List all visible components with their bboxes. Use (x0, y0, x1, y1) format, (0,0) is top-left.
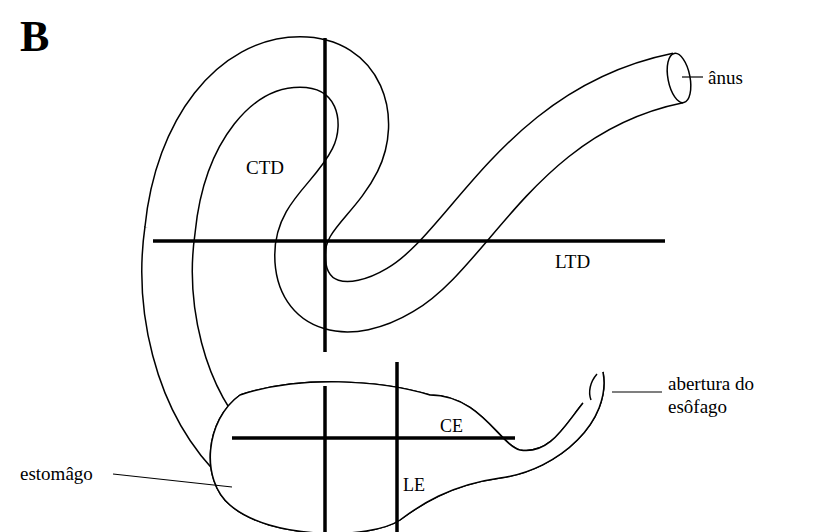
part-label: estomâgo (20, 462, 93, 485)
stomach-leader (113, 474, 232, 487)
stomach-border (210, 372, 604, 532)
ce-axis (232, 436, 515, 440)
anus-opening (663, 51, 694, 104)
ctd-axis (323, 38, 327, 352)
le-axis (395, 362, 399, 532)
stomach-fill-patch (210, 372, 604, 532)
panel-letter: B (20, 10, 49, 63)
anus-leader (682, 76, 703, 77)
part-label: abertura do esôfago (668, 372, 786, 418)
esophagus-opening (590, 374, 597, 400)
measure-label: CE (440, 415, 463, 437)
esophagus-leader (612, 391, 662, 392)
measure-label: LTD (555, 250, 590, 273)
part-label: ânus (708, 66, 743, 89)
ltd-axis (153, 239, 665, 243)
measure-label: LE (403, 474, 425, 496)
stomach-axis (323, 386, 327, 532)
measure-label: CTD (246, 156, 284, 179)
stomach-outline (210, 372, 604, 532)
